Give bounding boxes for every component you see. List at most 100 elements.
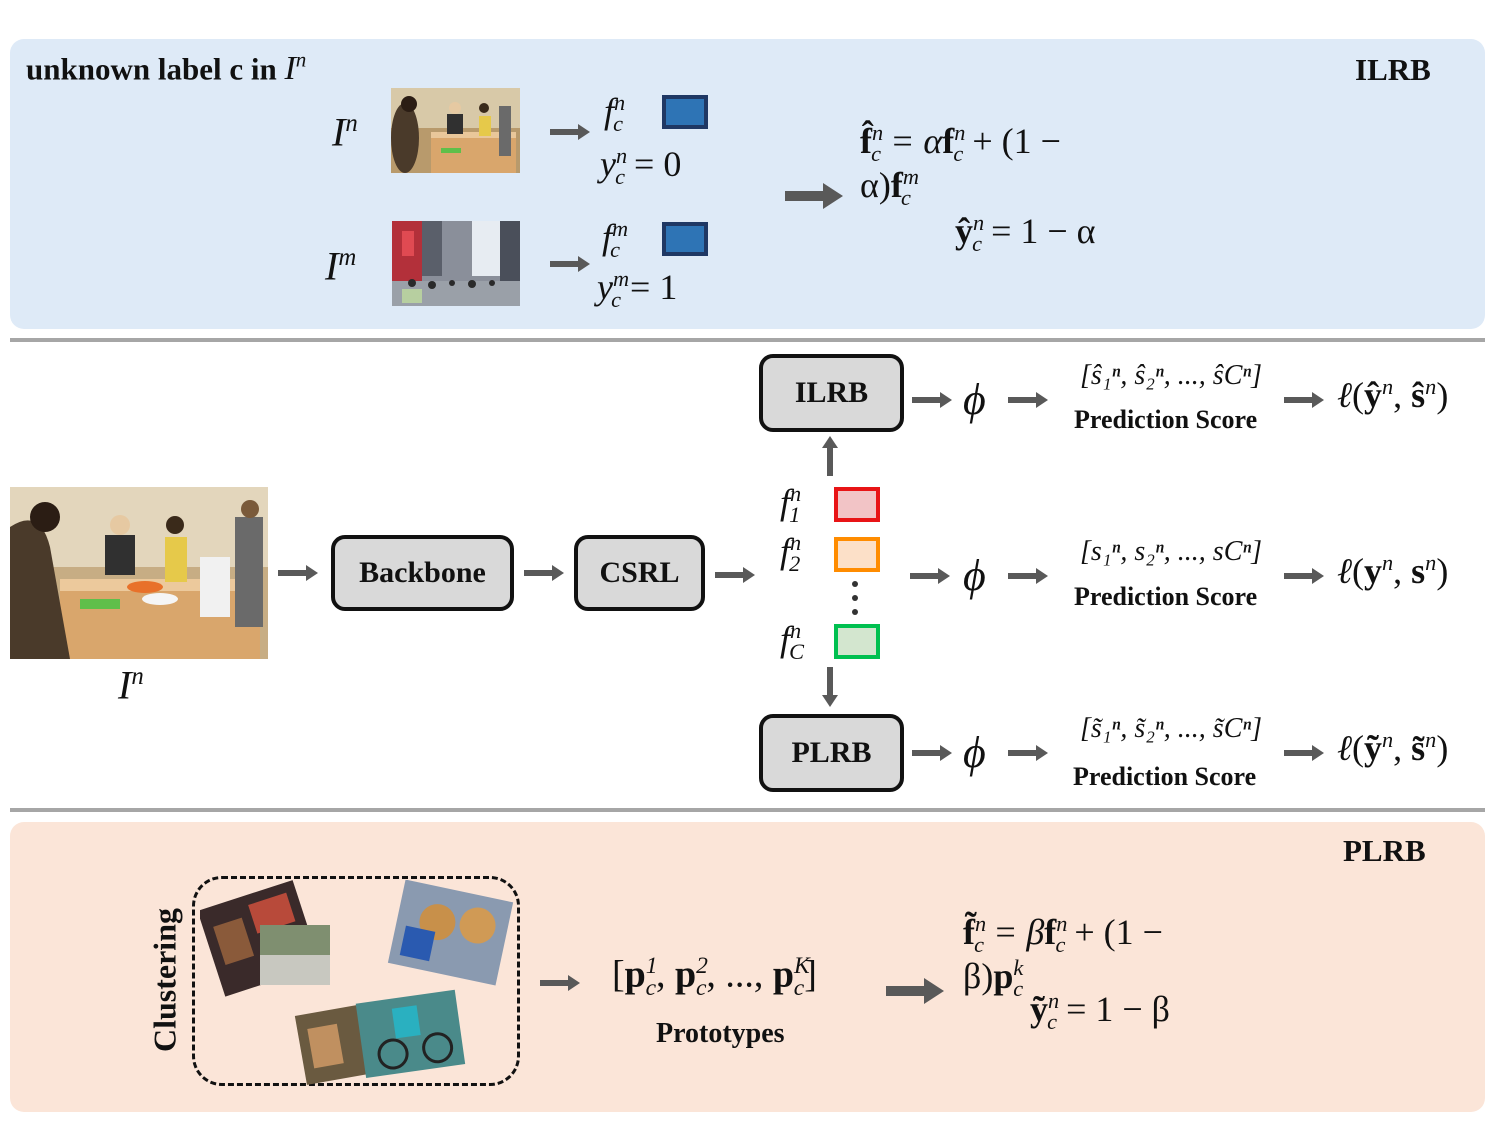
loss-main: ℓ(yn, sn) xyxy=(1337,550,1449,591)
math-text: = α xyxy=(881,121,943,161)
math-base: f xyxy=(942,121,955,161)
feature-vector-2 xyxy=(834,537,880,572)
prediction-score-label-2: Prediction Score xyxy=(1074,582,1258,611)
divider-top xyxy=(10,338,1485,342)
math-sup: K xyxy=(794,953,810,979)
math-base: p xyxy=(993,955,1014,996)
score-vector-2: [s₁ⁿ, s₂ⁿ, ..., sCⁿ] xyxy=(1080,536,1263,567)
feature-f1-label: fn1 xyxy=(780,482,801,528)
math-sup: n xyxy=(614,90,626,115)
ellipsis-icon xyxy=(852,581,858,615)
math-base: I xyxy=(284,50,296,88)
arrow-right-icon xyxy=(278,565,318,581)
math-base: ŷ xyxy=(1364,375,1382,415)
ilrb-panel xyxy=(10,39,1485,329)
cluster-images xyxy=(197,879,520,1090)
math-sub: c xyxy=(1055,932,1066,958)
arrow-right-icon xyxy=(912,745,952,761)
math-sub: c xyxy=(793,975,805,1002)
loss-ilrb: ℓ(ŷn, ŝn) xyxy=(1337,374,1449,415)
arrow-right-icon xyxy=(550,124,590,140)
math-sup: n xyxy=(790,530,802,555)
math-base: f xyxy=(780,482,791,522)
math-sub: c xyxy=(611,287,622,313)
cluster-photos-icon xyxy=(197,879,514,1085)
image-m-label: Im xyxy=(325,245,356,286)
arrow-up-icon xyxy=(822,436,838,476)
input-image xyxy=(10,487,268,659)
clustering-label: Clustering xyxy=(146,908,183,1052)
math-sub: c xyxy=(645,975,657,1002)
math-sup: n xyxy=(975,911,987,936)
feature-f-m-label: fmc xyxy=(602,217,628,263)
arrow-down-icon xyxy=(822,667,838,707)
math-base: ỹ xyxy=(1030,989,1048,1029)
math-sub: c xyxy=(613,111,624,137)
csrl-block: CSRL xyxy=(574,535,705,611)
arrow-right-icon xyxy=(550,256,590,272)
math-base: p xyxy=(772,953,795,996)
math-sub: 1 xyxy=(789,502,801,528)
phi-classifier-2: ϕ xyxy=(963,551,986,600)
math-base: y xyxy=(1364,551,1382,591)
image-kitchen-thumbnail xyxy=(391,88,520,173)
plrb-feature-equation: f̃nc = βfnc + (1 − β)pkc xyxy=(963,911,1232,1000)
math-base: f xyxy=(780,619,791,659)
math-text: + (1 − α) xyxy=(860,121,1061,205)
input-image-label: In xyxy=(118,663,144,705)
math-base: p xyxy=(675,953,697,996)
math-sup: n xyxy=(872,120,884,145)
phi-classifier-3: ϕ xyxy=(963,728,986,777)
plrb-block: PLRB xyxy=(759,714,904,792)
feature-fC-label: fnC xyxy=(780,618,804,664)
math-base: f xyxy=(1044,912,1057,952)
math-sub: c xyxy=(615,164,626,190)
kitchen-photo-icon xyxy=(391,88,520,173)
math-sub: c xyxy=(953,141,964,167)
plrb-corner-label: PLRB xyxy=(1343,833,1426,868)
math-base: ỹ xyxy=(1364,728,1382,768)
label-y-n: ync = 0 xyxy=(600,144,681,190)
math-sub: c xyxy=(610,237,621,263)
math-sup: n xyxy=(1048,988,1060,1013)
math-base: f̃ xyxy=(963,912,975,952)
math-text: + (1 − β) xyxy=(963,912,1163,996)
math-sup: 1 xyxy=(645,953,658,979)
math-sup: n xyxy=(131,663,144,690)
arrow-right-icon xyxy=(1284,392,1324,408)
math-text: = 1 − α xyxy=(982,211,1096,251)
ilrb-feature-equation: f̂nc = αfnc + (1 − α)fmc xyxy=(860,120,1121,210)
math-base: f xyxy=(780,531,791,571)
cluster-group-box xyxy=(192,876,520,1086)
arrow-right-icon xyxy=(912,392,952,408)
prototypes-label: Prototypes xyxy=(656,1018,785,1049)
loss-plrb: ℓ(ỹn, s̃n) xyxy=(1337,727,1449,768)
math-sub: c xyxy=(900,184,911,210)
math-sub: c xyxy=(972,231,983,257)
math-base: y xyxy=(597,267,613,307)
score-vector-1: [ŝ₁ⁿ, ŝ₂ⁿ, ..., ŝCⁿ] xyxy=(1080,360,1263,391)
prediction-score-label-1: Prediction Score xyxy=(1074,405,1258,434)
ilrb-title-math: In xyxy=(284,49,306,88)
feature-vector-C xyxy=(834,624,880,659)
kitchen-photo-icon xyxy=(10,487,268,659)
arrow-right-icon xyxy=(715,567,755,583)
math-base: f xyxy=(602,217,613,257)
math-rhs: = 1 xyxy=(630,267,678,307)
arrow-right-icon xyxy=(1284,745,1324,761)
arrow-right-icon xyxy=(1284,568,1324,584)
math-text: = 1 − β xyxy=(1057,989,1170,1029)
vertical-ellipsis xyxy=(851,580,859,621)
ilrb-panel-title: unknown label c in In xyxy=(26,49,306,88)
ilrb-block: ILRB xyxy=(759,354,904,432)
math-base: p xyxy=(624,953,646,996)
arrow-right xyxy=(1008,568,1048,589)
phi-classifier-1: ϕ xyxy=(963,375,986,424)
math-sup: n xyxy=(790,618,802,643)
math-sup: m xyxy=(902,163,919,189)
math-base: ŷ xyxy=(955,211,973,251)
math-sub: c xyxy=(871,141,882,167)
math-sub: c xyxy=(1047,1009,1058,1035)
math-text: = β xyxy=(984,912,1045,952)
prototypes-vector: [p1c, p2c, ..., pKc] xyxy=(612,953,817,1002)
